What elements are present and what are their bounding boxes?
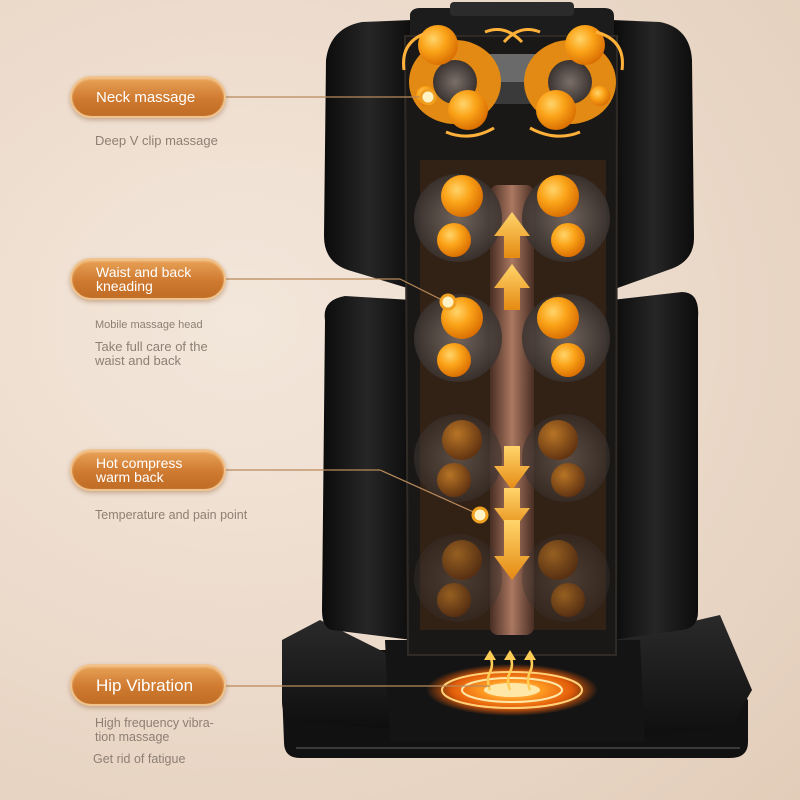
feature-caption: Deep V clip massage: [95, 133, 218, 148]
roller-row-1: [414, 174, 610, 262]
roller-row-4: [414, 534, 610, 622]
strap: [450, 2, 574, 16]
neck-massage-unit: [402, 25, 624, 138]
roller-track: [490, 185, 534, 635]
upper-right-wing: [612, 20, 694, 290]
feature-caption: Mobile massage head: [95, 319, 203, 331]
callout-dots: [419, 88, 489, 524]
roller-row-3: [414, 414, 610, 502]
back-right-bolster: [612, 292, 699, 640]
upper-left-wing: [324, 20, 414, 290]
down-arrows-icon: [494, 446, 530, 580]
feature-pill-hip-vibration: Hip Vibration: [70, 664, 226, 706]
callout-lines: [226, 96, 490, 687]
feature-caption: Get rid of fatigue: [93, 752, 186, 766]
seat-right-wing: [612, 615, 752, 740]
feature-pill-hot-compress: Hot compress warm back: [70, 449, 226, 491]
feature-label: Hip Vibration: [96, 675, 194, 695]
feature-pill-waist-back-kneading: Waist and back kneading: [70, 258, 226, 300]
up-arrows-icon: [494, 212, 530, 310]
feature-label: Hot compress warm back: [96, 455, 183, 485]
seat-left-wing: [282, 620, 404, 730]
feature-caption: High frequency vibra- tion massage: [95, 716, 214, 744]
heat-wave-arrows-icon: [486, 655, 534, 691]
hip-vibration-heat: [426, 664, 598, 716]
feature-caption: Temperature and pain point: [95, 508, 248, 522]
feature-label: Neck massage: [96, 88, 196, 106]
back-left-bolster: [322, 296, 412, 640]
feature-caption: Take full care of the waist and back: [95, 339, 208, 368]
feature-label: Waist and back kneading: [96, 264, 192, 294]
feature-pill-neck-massage: Neck massage: [70, 76, 226, 118]
